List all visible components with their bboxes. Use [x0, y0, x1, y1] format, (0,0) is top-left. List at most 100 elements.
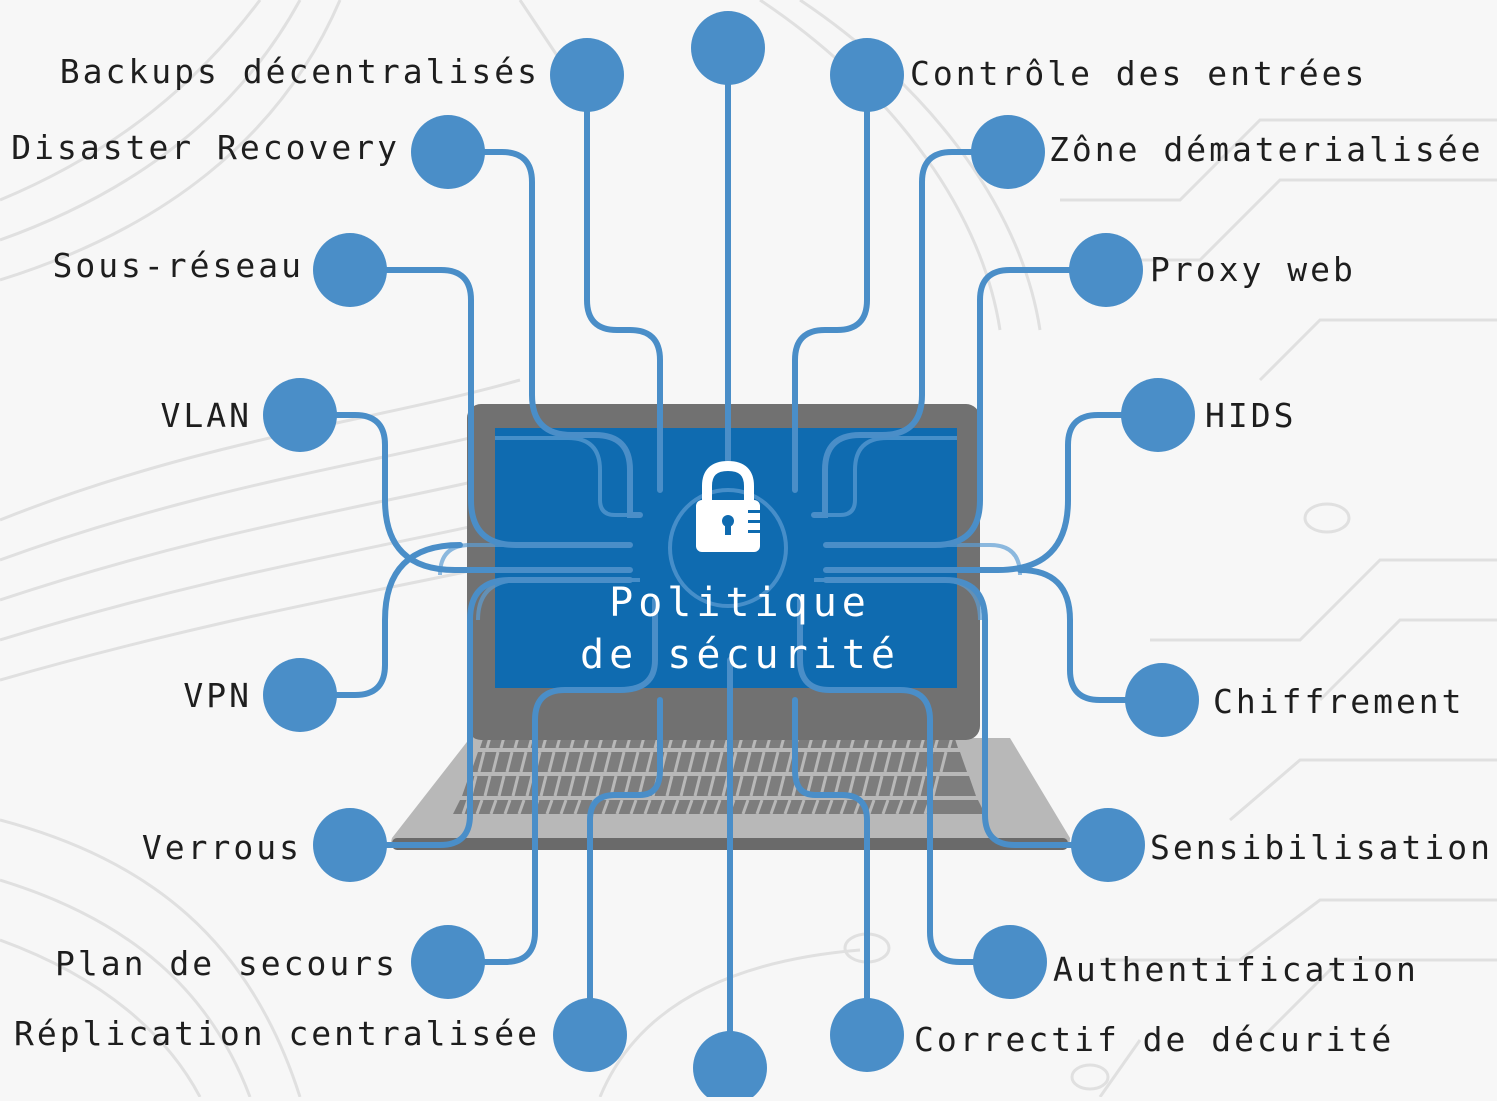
- key-separator: [483, 775, 492, 797]
- key-separator: [883, 751, 892, 773]
- key-separator: [547, 751, 556, 773]
- label-verrous: Verrous: [141, 828, 302, 867]
- connector-wire: [823, 267, 1109, 548]
- label-controle-des-entrees: Contrôle des entrées: [910, 54, 1368, 93]
- connector-wire: [297, 542, 463, 698]
- key-separator: [581, 775, 590, 797]
- key-separator: [497, 775, 506, 797]
- key-separator: [897, 751, 906, 773]
- connector-wire: [811, 149, 1011, 518]
- connector-node: [411, 115, 485, 189]
- key-separator: [517, 799, 526, 815]
- key-separator: [519, 751, 528, 773]
- key-separator: [561, 751, 570, 773]
- key-separator: [525, 775, 534, 797]
- key-separator: [693, 775, 702, 797]
- label-proxy-web: Proxy web: [1150, 250, 1356, 289]
- connector-node: [313, 808, 387, 882]
- label-correctif-de-securite: Correctif de décurité: [914, 1020, 1395, 1059]
- key-separator: [665, 775, 674, 797]
- key-separator: [715, 751, 724, 773]
- key-separator: [505, 751, 514, 773]
- key-separator: [699, 799, 708, 815]
- key-separator: [839, 799, 848, 815]
- label-replication-centralisee: Réplication centralisée: [14, 1014, 540, 1053]
- key-separator: [631, 751, 640, 773]
- key-separator: [909, 799, 918, 815]
- connector-node: [830, 38, 904, 112]
- key-separator: [827, 751, 836, 773]
- key-separator: [573, 799, 582, 815]
- key-separator: [903, 775, 912, 797]
- key-separator: [825, 799, 834, 815]
- key-separator: [743, 751, 752, 773]
- key-separator: [783, 799, 792, 815]
- connector-wire: [792, 697, 870, 1038]
- key-separator: [657, 799, 666, 815]
- key-separator: [757, 751, 766, 773]
- connector-wire: [445, 149, 643, 518]
- connector-wire: [587, 697, 663, 1038]
- key-separator: [917, 775, 926, 797]
- key-separator: [841, 751, 850, 773]
- key-separator: [797, 799, 806, 815]
- key-separator: [589, 751, 598, 773]
- label-authentification: Authentification: [1053, 950, 1419, 989]
- key-separator: [881, 799, 890, 815]
- key-separator: [687, 751, 696, 773]
- label-sensibilisation: Sensibilisation: [1150, 828, 1494, 867]
- center-title-line2: de sécurité: [580, 632, 900, 678]
- connector-wire: [797, 597, 1013, 965]
- connector-node: [550, 38, 624, 112]
- connector-node: [1121, 378, 1195, 452]
- key-separator: [629, 799, 638, 815]
- connector-node: [411, 925, 485, 999]
- key-separator: [867, 799, 876, 815]
- label-sous-reseau: Sous-réseau: [52, 246, 304, 285]
- key-separator: [553, 775, 562, 797]
- connector-wire: [823, 412, 1161, 573]
- key-separator: [503, 799, 512, 815]
- key-separator: [489, 799, 498, 815]
- key-separator: [931, 775, 940, 797]
- key-separator: [749, 775, 758, 797]
- label-disaster-recovery: Disaster Recovery: [11, 128, 400, 167]
- key-separator: [615, 799, 624, 815]
- connector-node: [553, 998, 627, 1072]
- connector-node: [973, 925, 1047, 999]
- key-separator: [889, 775, 898, 797]
- key-separator: [777, 775, 786, 797]
- key-separator: [559, 799, 568, 815]
- key-separator: [617, 751, 626, 773]
- connector-wire: [445, 597, 658, 965]
- connector-node: [263, 658, 337, 732]
- key-separator: [477, 751, 486, 773]
- key-separator: [799, 751, 808, 773]
- key-separator: [755, 799, 764, 815]
- key-separator: [645, 751, 654, 773]
- key-separator: [671, 799, 680, 815]
- key-separator: [707, 775, 716, 797]
- key-separator: [685, 799, 694, 815]
- label-vlan: VLAN: [160, 396, 252, 435]
- key-separator: [567, 775, 576, 797]
- label-chiffrement: Chiffrement: [1213, 682, 1465, 721]
- key-separator: [595, 775, 604, 797]
- key-separator: [861, 775, 870, 797]
- center-title-line1: Politique: [609, 580, 871, 626]
- label-zone-dematerialisee: Zône dématerialisée: [1049, 130, 1484, 169]
- padlock-icon: [696, 460, 762, 552]
- connector-wire: [1017, 567, 1165, 703]
- connector-wire: [297, 412, 633, 573]
- key-separator: [701, 751, 710, 773]
- label-vpn: VPN: [183, 676, 252, 715]
- label-plan-de-secours: Plan de secours: [54, 944, 398, 983]
- key-separator: [813, 751, 822, 773]
- connector-wire: [823, 577, 1111, 848]
- connector-node: [693, 1031, 767, 1101]
- key-separator: [741, 799, 750, 815]
- connector-node: [1125, 663, 1199, 737]
